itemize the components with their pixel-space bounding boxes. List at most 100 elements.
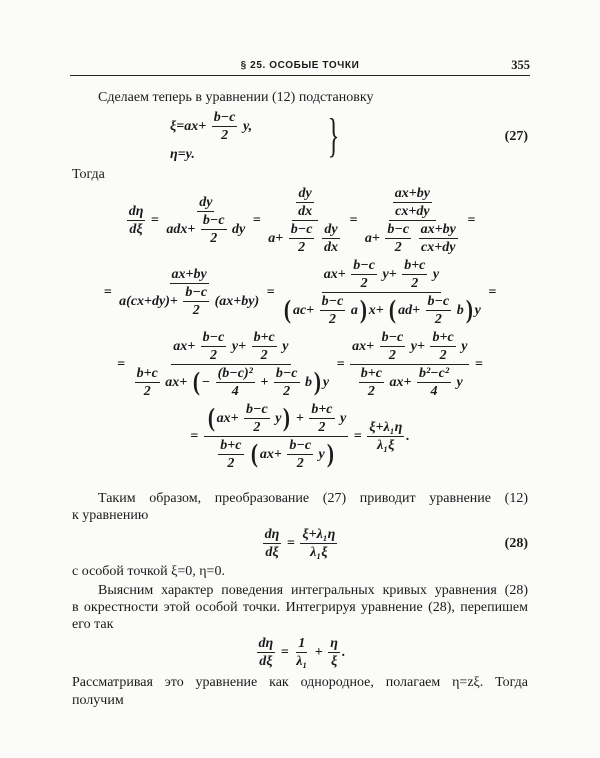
math-token: b−c	[289, 437, 312, 453]
fraction: b−c 2	[379, 329, 406, 363]
math-token: b−c	[246, 401, 268, 417]
denominator: dξ	[263, 544, 280, 560]
denominator: dx	[296, 203, 314, 219]
math-token: 2	[143, 383, 151, 399]
math-token: =	[350, 428, 366, 444]
math-token: 2	[210, 230, 218, 246]
math-token: b²−c²	[418, 365, 450, 381]
math-token: dξ	[129, 221, 143, 237]
numerator: dy	[197, 195, 215, 212]
math-token: λ₁	[296, 653, 308, 669]
numerator: b−c	[273, 365, 300, 383]
numerator: dη	[126, 204, 146, 221]
denominator: 2	[225, 455, 236, 471]
numerator: ax+by	[392, 186, 432, 203]
math-token: =	[147, 212, 163, 228]
math-token	[316, 231, 320, 246]
right-paren: )	[326, 438, 334, 469]
running-header: § 25. ОСОБЫЕ ТОЧКИ 355	[70, 58, 530, 76]
math-token: 2	[388, 347, 396, 363]
denominator: 4	[230, 383, 241, 399]
math-token: dη	[264, 526, 280, 542]
math-token: −	[201, 374, 214, 390]
math-token: =	[263, 284, 279, 300]
math-token: 2	[394, 239, 402, 255]
math-token: b+c	[253, 329, 275, 345]
math-token: y	[271, 410, 282, 426]
math-token: b+c	[432, 329, 454, 345]
math-token: λ₁ξ	[310, 544, 328, 560]
math-token: b−c	[275, 365, 298, 381]
math-token: dξ	[265, 544, 279, 560]
math-token: =	[117, 356, 129, 372]
math-token: ax+	[216, 410, 243, 426]
denominator: 2	[327, 311, 338, 327]
math-token: b−c	[213, 110, 236, 125]
math-token: η=y.	[170, 147, 195, 162]
math-token: b−c	[202, 329, 225, 345]
numerator: 1	[296, 636, 308, 653]
text-line: в окрестности этой особой точки. Интегри…	[72, 600, 528, 615]
right-paren: )	[283, 402, 291, 433]
math-token: 2	[318, 419, 326, 435]
math-token: b+c	[136, 365, 158, 381]
numerator: b−c	[379, 329, 406, 347]
denominator: 2	[142, 383, 153, 399]
math-token: ξ=ax+	[170, 119, 210, 134]
math-token: a+	[364, 230, 384, 246]
denominator: 2	[208, 230, 219, 246]
math-token: 2	[329, 311, 336, 327]
math-token: x+	[368, 302, 388, 318]
math-token: ξ+λ₁η	[369, 419, 403, 435]
denominator: ξ	[329, 653, 339, 669]
equation-number: (27)	[504, 129, 528, 144]
math-token: b−c	[381, 329, 404, 345]
numerator: b−c	[244, 402, 270, 419]
math-token: (ax+by)	[211, 293, 260, 309]
math-token: y	[453, 374, 463, 390]
denominator: 2	[387, 347, 398, 363]
math-token: +	[292, 410, 308, 426]
denominator: 2	[359, 275, 370, 291]
math-token: =	[283, 535, 299, 551]
math-token: b−c	[387, 221, 410, 237]
denominator: λ₁ξ	[308, 544, 329, 560]
text-line: его так	[72, 617, 114, 632]
numerator: b−c	[183, 285, 210, 302]
math-token	[246, 447, 250, 462]
math-token: ax+	[173, 338, 199, 354]
math-token: η	[330, 635, 338, 651]
right-brace: }	[327, 109, 340, 162]
math-token: 2	[210, 347, 218, 363]
denominator: dξ	[257, 653, 274, 669]
numerator: dy	[322, 222, 340, 239]
numerator: ax+by	[418, 222, 458, 239]
text-line: к уравнению	[72, 508, 149, 523]
